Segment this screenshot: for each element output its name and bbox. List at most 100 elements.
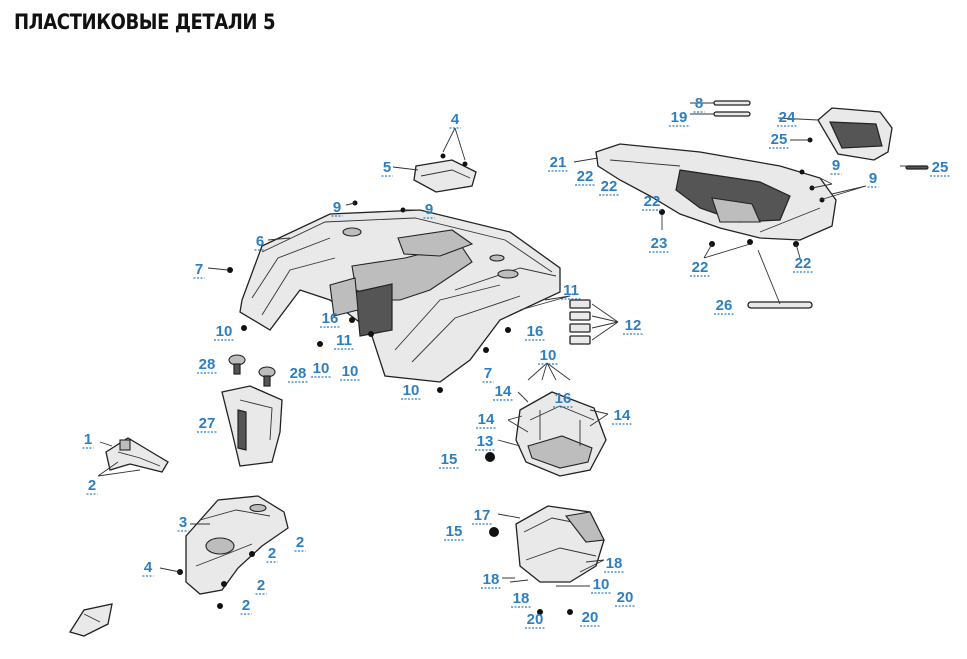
callout-10: 10 [538,347,558,365]
callout-16: 16 [553,390,573,408]
callout-18: 18 [511,590,531,608]
rear-fender-part [239,209,561,383]
callout-number: 9 [869,170,877,187]
callout-number: 28 [199,356,216,373]
callout-1: 1 [82,431,94,449]
callout-number: 9 [832,157,840,174]
callout-number: 11 [336,332,352,349]
callout-number: 7 [195,261,203,278]
page-title: ПЛАСТИКОВЫЕ ДЕТАЛИ 5 [14,10,276,34]
callout-number: 15 [441,451,458,468]
callout-2: 2 [266,545,278,563]
mud-guard-part [221,354,283,467]
callout-28: 28 [288,365,308,383]
callout-19: 19 [669,109,689,127]
callout-number: 6 [256,233,264,250]
callout-number: 22 [644,193,661,210]
callout-16: 16 [525,323,545,341]
callout-number: 2 [242,597,250,614]
callout-number: 16 [527,323,544,340]
callout-number: 23 [651,235,668,252]
callout-number: 20 [582,609,599,626]
callout-23: 23 [649,235,669,253]
callout-12: 12 [623,317,643,335]
callout-number: 18 [606,555,623,572]
callout-number: 4 [144,559,153,576]
callout-25: 25 [769,131,789,149]
callout-number: 5 [383,159,391,176]
callout-25: 25 [930,159,950,177]
callout-26: 26 [714,297,734,315]
callout-number: 16 [555,390,572,407]
callout-2: 2 [255,577,267,595]
callout-3: 3 [177,514,189,532]
callout-10: 10 [340,363,360,381]
callout-13: 13 [475,433,495,451]
callout-number: 14 [495,383,512,400]
callout-10: 10 [591,576,611,594]
callout-number: 10 [540,347,557,364]
callout-15: 15 [444,523,464,541]
callout-number: 21 [550,154,567,171]
callout-number: 1 [84,431,92,448]
callout-14: 14 [493,383,513,401]
callout-20: 20 [525,611,545,629]
callout-number: 24 [779,109,796,126]
side-cover-part [185,495,289,595]
callout-28: 28 [197,356,217,374]
callout-number: 14 [478,411,495,428]
callout-21: 21 [548,154,568,172]
callout-15: 15 [439,451,459,469]
callout-22: 22 [599,178,619,196]
callout-2: 2 [86,477,98,495]
callout-number: 17 [474,507,491,524]
callout-number: 22 [577,168,594,185]
callout-9: 9 [423,201,435,219]
callout-number: 12 [625,317,642,334]
callout-7: 7 [193,261,205,279]
callout-number: 14 [614,407,631,424]
callout-number: 22 [795,255,812,272]
callout-10: 10 [401,382,421,400]
callout-11: 11 [561,282,581,300]
callout-number: 18 [513,590,530,607]
callout-number: 2 [257,577,265,594]
callout-number: 13 [477,433,494,450]
callout-6: 6 [254,233,266,251]
callout-number: 10 [403,382,420,399]
callout-number: 9 [333,199,341,216]
callout-number: 4 [451,111,460,128]
callout-22: 22 [575,168,595,186]
callout-16: 16 [320,310,340,328]
callout-number: 20 [527,611,544,628]
callout-18: 18 [604,555,624,573]
callout-9: 9 [830,157,842,175]
dashboard-panel-part [595,143,837,241]
cover-plate-part [413,153,477,193]
callout-8: 8 [693,95,705,113]
instrument-cluster-part [817,107,893,161]
callout-number: 8 [695,95,703,112]
callout-7: 7 [482,365,494,383]
callout-14: 14 [476,411,496,429]
callout-4: 4 [449,111,461,129]
callout-2: 2 [240,597,252,615]
callout-22: 22 [642,193,662,211]
callout-number: 28 [290,365,307,382]
storage-box-part [515,505,605,583]
leader-lines [97,102,906,587]
callout-10: 10 [214,323,234,341]
callout-number: 10 [216,323,233,340]
callout-number: 10 [593,576,610,593]
callout-27: 27 [197,415,217,433]
bracket-part [105,437,169,473]
callout-number: 11 [563,282,579,299]
callout-number: 27 [199,415,216,432]
callout-14: 14 [612,407,632,425]
callout-number: 3 [179,514,187,531]
callout-number: 2 [88,477,96,494]
callout-number: 16 [322,310,339,327]
callout-number: 15 [446,523,463,540]
